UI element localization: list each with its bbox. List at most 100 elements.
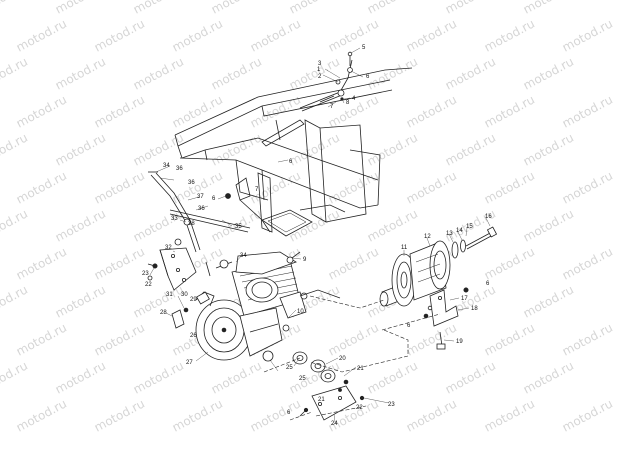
watermark-text: motod.ru	[404, 396, 459, 434]
callout-label: 28	[160, 310, 167, 316]
callout-label: 12	[424, 234, 431, 240]
watermark-text: motod.ru	[92, 320, 147, 358]
watermark-text: motod.ru	[443, 130, 498, 168]
watermark-text: motod.ru	[209, 358, 264, 396]
watermark-text: motod.ru	[0, 54, 30, 92]
watermark-text: motod.ru	[287, 0, 342, 17]
watermark-text: motod.ru	[287, 206, 342, 244]
mount-plate-left	[147, 247, 197, 291]
watermark-text: motod.ru	[482, 396, 537, 434]
watermark-text: motod.ru	[53, 54, 108, 92]
callout-label: 38	[188, 221, 195, 227]
watermark-text: motod.ru	[521, 130, 576, 168]
callout-label: 6	[289, 159, 293, 165]
watermark-text: motod.ru	[131, 358, 186, 396]
callout-label: 6	[366, 74, 370, 80]
center-lines	[263, 295, 441, 421]
watermark-text: motod.ru	[521, 358, 576, 396]
callout-labels: 1 2 3 4 5 6 6 6 6 6 6 7 7 8 9 10 11 12 1…	[142, 45, 492, 427]
engine-mount-arm	[148, 171, 251, 253]
callout-label: 21	[318, 397, 325, 403]
callout-label: 3	[318, 61, 322, 67]
callout-label: 25	[286, 365, 293, 371]
callout-label: 21	[357, 366, 364, 372]
callout-label: 16	[485, 214, 492, 220]
callout-label: 31	[166, 292, 173, 298]
callout-label: 11	[401, 245, 408, 251]
watermark-text: motod.ru	[209, 0, 264, 17]
watermark-text: motod.ru	[365, 130, 420, 168]
watermark-text: motod.ru	[92, 168, 147, 206]
watermark-text: motod.ru	[53, 206, 108, 244]
watermark-text: motod.ru	[404, 16, 459, 54]
watermark-text: motod.ru	[170, 168, 225, 206]
callout-label: 23	[388, 402, 395, 408]
callout-label: 19	[456, 339, 463, 345]
watermark-text: motod.ru	[0, 0, 30, 17]
chassis-frame	[174, 67, 413, 237]
callout-label: 37	[197, 194, 204, 200]
callout-label: 17	[461, 296, 468, 302]
watermark-text: motod.ru	[365, 358, 420, 396]
watermark-text: motod.ru	[443, 54, 498, 92]
watermark-text: motod.ru	[326, 244, 381, 282]
watermark-text: motod.ru	[131, 130, 186, 168]
callout-label: 6	[486, 281, 490, 287]
callout-label: 36	[188, 180, 195, 186]
throttle-linkage	[299, 51, 353, 112]
watermark-text: motod.ru	[560, 320, 615, 358]
watermark-text: motod.ru	[482, 244, 537, 282]
callout-label: 29	[190, 297, 197, 303]
callout-label: 4	[352, 96, 356, 102]
callout-label: 10	[297, 309, 304, 315]
watermark-text: motod.ru	[170, 16, 225, 54]
watermark-text: motod.ru	[404, 320, 459, 358]
callout-label: 1	[317, 67, 321, 73]
engine-assembly	[171, 251, 341, 362]
watermark-text: motod.ru	[560, 16, 615, 54]
watermark-text: motod.ru	[53, 130, 108, 168]
callout-label: 30	[181, 292, 188, 298]
watermark-text: motod.ru	[365, 0, 420, 17]
watermark-text: motod.ru	[92, 16, 147, 54]
watermark-text: motod.ru	[443, 358, 498, 396]
watermark-text: motod.ru	[482, 320, 537, 358]
callout-label: 35	[235, 224, 242, 230]
watermark-text: motod.ru	[287, 130, 342, 168]
watermark-text: motod.ru	[92, 244, 147, 282]
watermark-text: motod.ru	[14, 168, 69, 206]
watermark-text: motod.ru	[404, 168, 459, 206]
callout-label: 27	[186, 360, 193, 366]
callout-label: 32	[165, 245, 172, 251]
watermark-text: motod.ru	[0, 206, 30, 244]
watermark-text: motod.ru	[560, 396, 615, 434]
watermark-text: motod.ru	[14, 244, 69, 282]
callout-label: 2	[318, 74, 322, 80]
watermark-text: motod.ru	[0, 282, 30, 320]
callout-label: 36	[198, 206, 205, 212]
watermark-text: motod.ru	[482, 168, 537, 206]
watermark-text: motod.ru	[0, 130, 30, 168]
watermark-text: motod.ru	[92, 92, 147, 130]
callout-label: 9	[303, 257, 307, 263]
callout-label: 34	[240, 253, 247, 259]
watermark-text: motod.ru	[53, 282, 108, 320]
callout-label: 25	[299, 376, 306, 382]
watermark-text: motod.ru	[0, 358, 30, 396]
callout-label: 8	[346, 100, 350, 106]
callout-label: 24	[331, 421, 338, 427]
watermark-text: motod.ru	[131, 0, 186, 17]
callout-label: 18	[471, 306, 478, 312]
watermark-text: motod.ru	[92, 396, 147, 434]
callout-label: 14	[456, 228, 463, 234]
watermark-text: motod.ru	[131, 54, 186, 92]
watermark-text: motod.ru	[404, 92, 459, 130]
callout-label: 6	[407, 323, 411, 329]
callout-label: 5	[362, 45, 366, 51]
watermark-text: motod.ru	[521, 0, 576, 17]
watermark-text: motod.ru	[326, 320, 381, 358]
watermark-text: motod.ru	[14, 16, 69, 54]
watermark-text: motod.ru	[482, 16, 537, 54]
watermark-text: motod.ru	[482, 92, 537, 130]
